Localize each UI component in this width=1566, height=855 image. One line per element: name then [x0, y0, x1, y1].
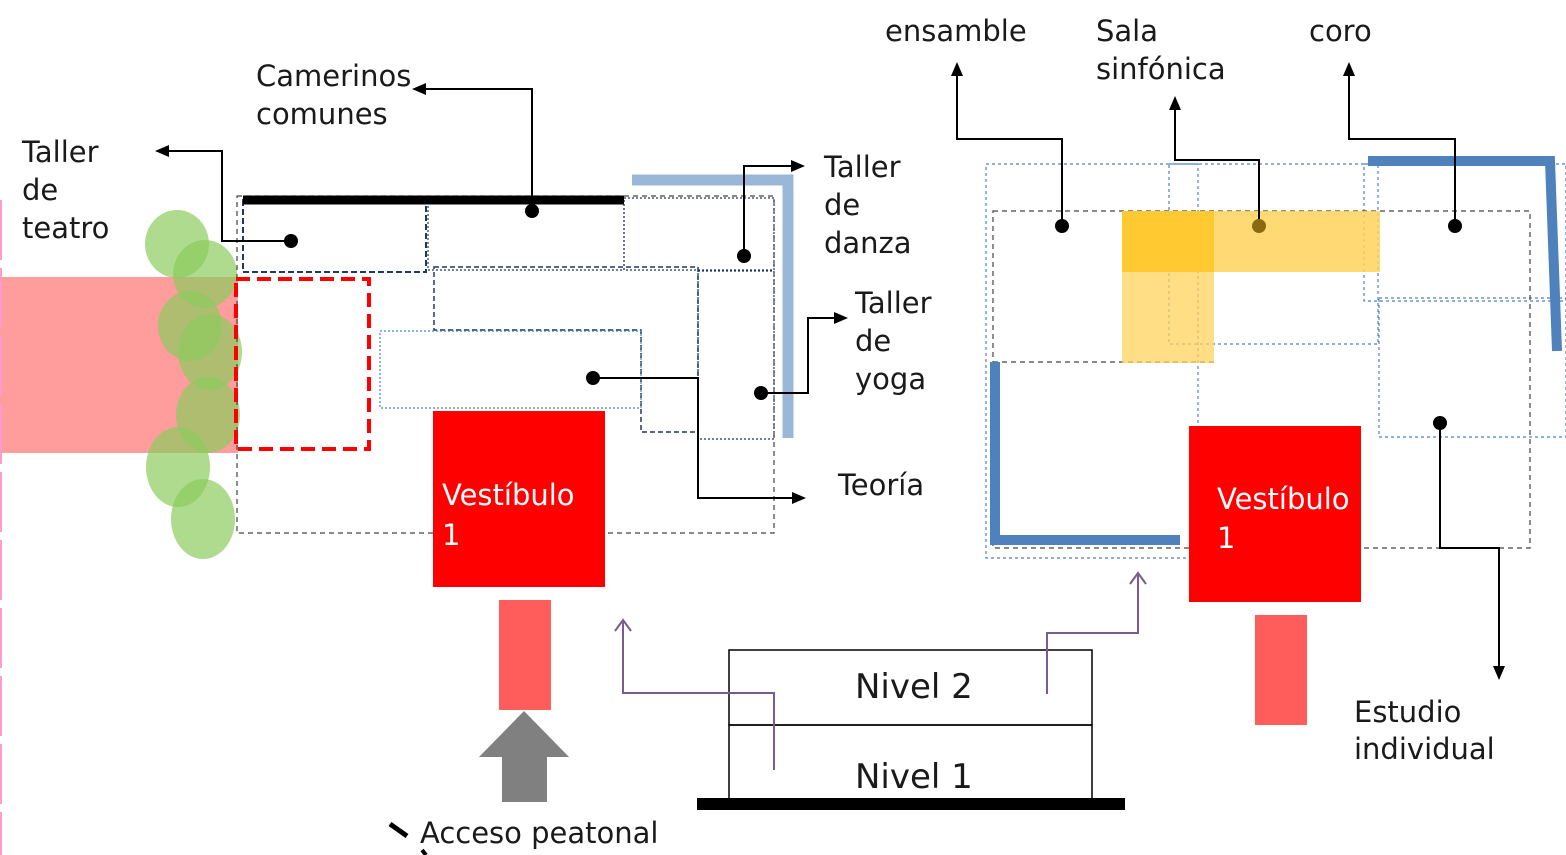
leader-estudio — [1439, 423, 1505, 680]
dot-camerinos — [525, 204, 539, 218]
dot-sala — [1252, 219, 1266, 233]
trees — [145, 210, 242, 559]
vestibulo-right-label-2: 1 — [1217, 521, 1235, 555]
vestibulo-label-1: Vestíbulo — [442, 478, 575, 512]
light-blue-wall — [632, 174, 794, 438]
dot-yoga — [754, 386, 768, 400]
pointer-nivel-1 — [614, 618, 775, 770]
levels-section: Nivel 2 Nivel 1 — [614, 571, 1147, 810]
sala-yellow-overlap — [1122, 211, 1214, 272]
room-central — [433, 266, 699, 433]
label-camerinos-2: comunes — [256, 97, 388, 131]
label-coro: coro — [1309, 14, 1372, 48]
label-danza-3: danza — [824, 226, 912, 260]
label-teatro-3: teatro — [22, 211, 109, 245]
right-estudio-blue — [1378, 297, 1566, 438]
label-teatro-1: Taller — [21, 135, 99, 169]
dark-blue-wall-left — [990, 362, 1180, 545]
label-camerinos-1: Camerinos — [256, 59, 411, 93]
dot-estudio — [1433, 416, 1447, 430]
right-center-blue — [1168, 163, 1379, 345]
label-teoria: Teoría — [837, 468, 924, 502]
leader-teoria — [593, 377, 806, 504]
label-yoga-3: yoga — [855, 362, 926, 396]
dark-blue-wall-top — [1368, 156, 1562, 352]
leader-coro — [1343, 62, 1456, 226]
room-teoria — [379, 330, 642, 409]
label-danza-1: Taller — [823, 150, 901, 184]
room-teatro — [242, 199, 427, 273]
dot-danza — [737, 249, 751, 263]
leader-camerinos — [412, 83, 533, 211]
label-estudio-2: individual — [1354, 732, 1495, 766]
room-yoga — [697, 270, 775, 440]
vestibulo-block — [433, 411, 605, 587]
access-path-right — [1255, 615, 1307, 725]
leader-ensamble — [951, 62, 1063, 226]
tree — [173, 240, 237, 308]
leader-danza — [743, 160, 805, 256]
dot-teoria — [586, 371, 600, 385]
dot-teatro — [284, 234, 298, 248]
dot-coro — [1448, 219, 1462, 233]
label-ensamble: ensamble — [885, 14, 1027, 48]
tree — [178, 314, 242, 390]
access-path — [499, 600, 551, 710]
label-acceso: Acceso peatonal — [420, 816, 658, 850]
label-nivel-1: Nivel 1 — [855, 757, 973, 797]
vestibulo-block-right — [1189, 426, 1361, 602]
label-estudio-1: Estudio — [1354, 695, 1461, 729]
label-sala-1: Sala — [1096, 14, 1158, 48]
vestibulo-label-2: 1 — [442, 518, 460, 552]
tree — [171, 479, 235, 559]
right-coro-blue — [1363, 163, 1566, 302]
label-nivel-2: Nivel 2 — [855, 667, 973, 707]
access-tick — [388, 821, 409, 839]
left-plan: Vestíbulo 1 Camerinos comunes Taller de … — [0, 59, 932, 855]
room-red-dashed — [234, 277, 371, 451]
right-plan: Vestíbulo 1 ensamble Sala sinfónica coro… — [885, 14, 1566, 766]
access-arrow — [479, 711, 569, 802]
leader-teatro — [155, 145, 291, 242]
label-teatro-2: de — [22, 173, 58, 207]
leader-sala — [1169, 96, 1260, 226]
leader-yoga — [761, 312, 848, 394]
access-tick-2 — [420, 848, 428, 855]
label-yoga-1: Taller — [854, 286, 932, 320]
vestibulo-right-label-1: Vestíbulo — [1217, 482, 1350, 516]
dot-ensamble — [1055, 219, 1069, 233]
label-sala-2: sinfónica — [1096, 52, 1226, 86]
pointer-nivel-2 — [1046, 571, 1147, 694]
label-yoga-2: de — [855, 324, 891, 358]
room-danza — [623, 197, 775, 271]
label-danza-2: de — [824, 188, 860, 222]
